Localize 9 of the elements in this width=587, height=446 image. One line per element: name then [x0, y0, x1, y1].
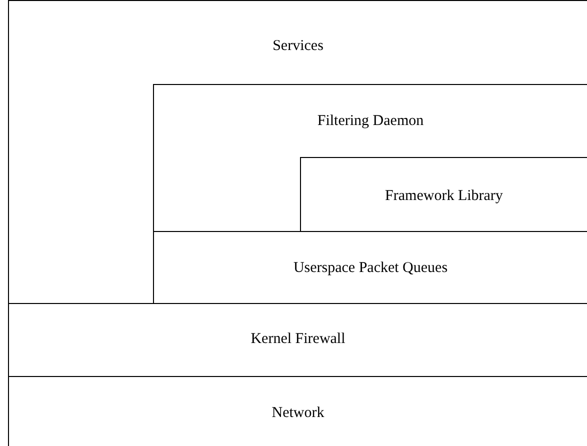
layer-label: Userspace Packet Queues	[293, 260, 448, 277]
layer-label: Network	[272, 405, 324, 422]
layer-label: Framework Library	[385, 188, 503, 205]
layer-box	[300, 157, 587, 232]
layer-box	[8, 0, 587, 304]
layer-label: Services	[272, 38, 324, 55]
layer-box	[153, 84, 587, 232]
layer-label: Filtering Daemon	[317, 113, 424, 130]
layer-label: Kernel Firewall	[250, 331, 346, 348]
